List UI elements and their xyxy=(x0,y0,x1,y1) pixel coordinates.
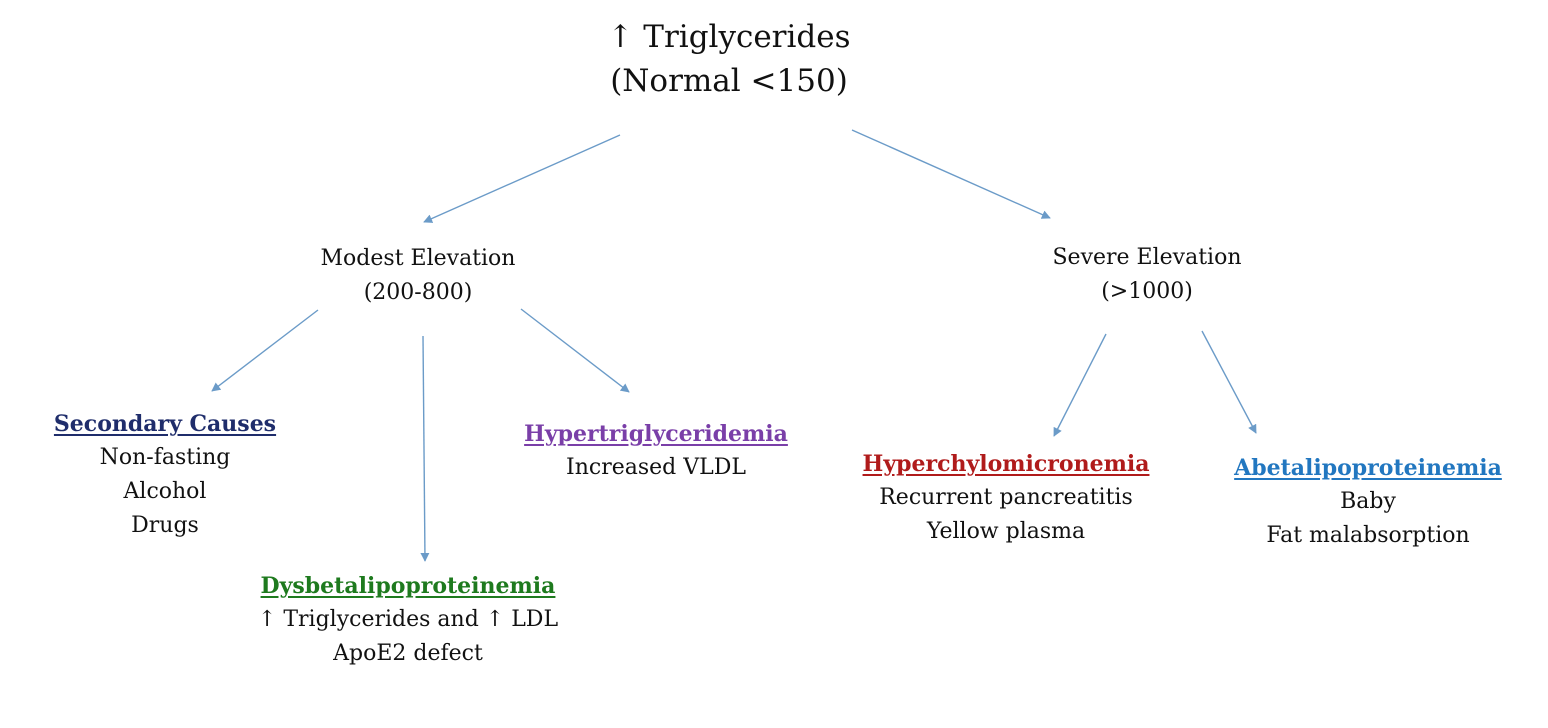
modest-elevation-range: (200-800) xyxy=(363,280,473,305)
leaf-node-hyperchylomicronemia: Hyperchylomicronemia Recurrent pancreati… xyxy=(863,447,1150,549)
arrow-modest-to-secondary-causes xyxy=(211,309,319,392)
secondary-causes-title: Secondary Causes xyxy=(53,411,277,437)
abetalipoproteinemia-item: Baby xyxy=(1340,489,1396,514)
hypertriglyceridemia-item: Increased VLDL xyxy=(566,455,746,480)
abetalipoproteinemia-title: Abetalipoproteinemia xyxy=(1234,455,1502,481)
hyperchylomicronemia-item: Recurrent pancreatitis xyxy=(879,485,1133,510)
severe-elevation-label: Severe Elevation xyxy=(1052,245,1242,270)
root-node-triglycerides: ↑ Triglycerides (Normal <150) xyxy=(607,15,850,103)
dysbetalipoproteinemia-item: ↑ Triglycerides and ↑ LDL xyxy=(257,607,559,632)
secondary-causes-item: Non-fasting xyxy=(99,445,231,470)
modest-elevation-label: Modest Elevation xyxy=(320,246,516,271)
arrow-root-to-modest xyxy=(423,134,621,223)
leaf-node-hypertriglyceridemia: Hypertriglyceridemia Increased VLDL xyxy=(524,417,788,485)
leaf-node-dysbetalipoproteinemia: Dysbetalipoproteinemia ↑ Triglycerides a… xyxy=(258,569,558,671)
root-normal-range: (Normal <150) xyxy=(610,63,848,99)
arrow-severe-to-abetalipoproteinemia xyxy=(1201,330,1257,434)
severe-elevation-range: (>1000) xyxy=(1101,279,1193,304)
arrow-modest-to-dysbetalipoproteinemia xyxy=(420,335,430,562)
leaf-node-secondary-causes: Secondary Causes Non-fasting Alcohol Dru… xyxy=(54,407,276,543)
arrow-root-to-severe xyxy=(851,129,1051,219)
arrow-severe-to-hyperchylomicronemia xyxy=(1053,333,1107,437)
secondary-causes-item: Drugs xyxy=(131,513,199,538)
branch-node-severe-elevation: Severe Elevation (>1000) xyxy=(1052,241,1241,309)
hyperchylomicronemia-item: Yellow plasma xyxy=(926,519,1086,544)
secondary-causes-item: Alcohol xyxy=(123,479,207,504)
hyperchylomicronemia-title: Hyperchylomicronemia xyxy=(862,451,1150,477)
abetalipoproteinemia-item: Fat malabsorption xyxy=(1266,523,1470,548)
root-title: ↑ Triglycerides xyxy=(607,19,851,55)
dysbetalipoproteinemia-title: Dysbetalipoproteinemia xyxy=(260,573,556,599)
branch-node-modest-elevation: Modest Elevation (200-800) xyxy=(321,242,516,310)
hypertriglyceridemia-title: Hypertriglyceridemia xyxy=(524,421,788,447)
arrow-modest-to-hypertriglyceridemia xyxy=(520,308,630,393)
leaf-node-abetalipoproteinemia: Abetalipoproteinemia Baby Fat malabsorpt… xyxy=(1234,451,1502,553)
dysbetalipoproteinemia-item: ApoE2 defect xyxy=(333,641,483,666)
